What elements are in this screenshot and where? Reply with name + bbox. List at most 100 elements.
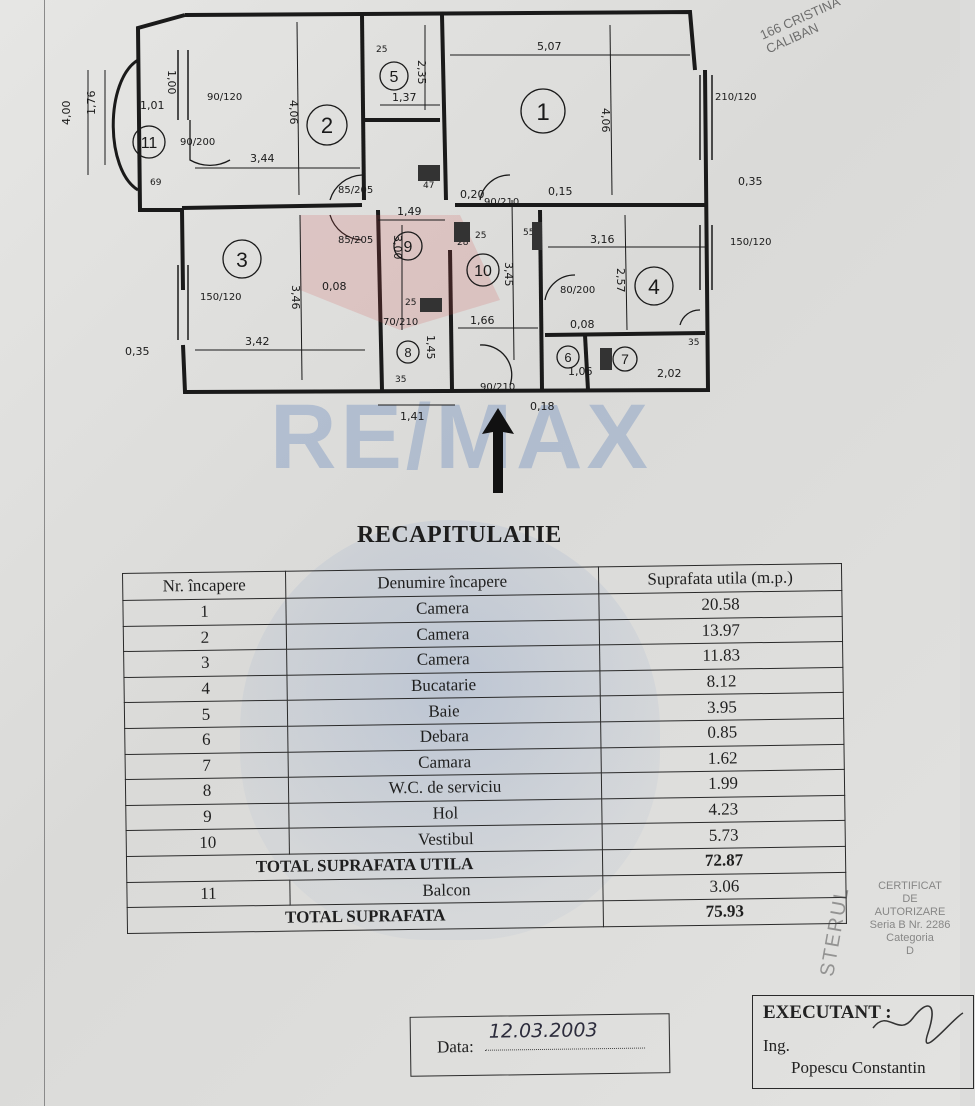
executant-box: EXECUTANT : Ing. Popescu Constantin	[752, 995, 974, 1089]
stamp-line: CERTIFICAT	[878, 880, 942, 892]
door-mark: 90/120	[207, 92, 242, 103]
signature-icon	[872, 1005, 964, 1044]
dim-text: 0,20	[460, 188, 485, 201]
dim-text: 0,35	[125, 345, 150, 358]
entrance-arrow-icon	[482, 408, 514, 493]
cell-area: 8.12	[599, 667, 844, 697]
room-label-11: 11	[141, 135, 158, 152]
authorization-stamp: CERTIFICAT DE AUTORIZARE Seria B Nr. 228…	[845, 860, 975, 1010]
cell-area: 3.95	[600, 692, 844, 722]
cell-area: 20.58	[598, 590, 843, 620]
dim-text: 0,08	[570, 318, 595, 331]
executant-ing: Ing.	[763, 1036, 790, 1055]
executant-name: Popescu Constantin	[791, 1058, 926, 1077]
cell-nr: 8	[125, 777, 289, 806]
dim-text: 0,15	[548, 185, 573, 198]
room-label-5: 5	[390, 69, 399, 86]
dim-text: 1,01	[140, 99, 165, 112]
cell-area: 11.83	[599, 641, 843, 671]
stamp-line: AUTORIZARE	[874, 906, 946, 918]
dim-text: 0,08	[322, 280, 347, 293]
stamp-line: Seria B Nr. 2286	[869, 919, 951, 931]
door-mark: 90/210	[484, 197, 519, 208]
dim-text: 1,00	[165, 70, 178, 95]
remax-watermark: RE/MAX	[270, 386, 652, 488]
small-mark: 55	[523, 228, 534, 238]
room-label-10: 10	[474, 263, 492, 280]
total-util-value: 72.87	[602, 846, 846, 876]
outer-wall-right-bottom	[181, 69, 711, 395]
dim-text: 3,46	[289, 285, 302, 310]
date-dotted-line	[485, 1047, 646, 1051]
room-label-8: 8	[404, 345, 411, 360]
door-mark: 70/210	[383, 317, 418, 328]
room-label-3: 3	[236, 249, 248, 272]
stamp-line: D	[906, 945, 914, 957]
room-label-2: 2	[321, 113, 333, 138]
cell-nr: 1	[122, 598, 287, 627]
dim-text: 1,76	[85, 91, 98, 116]
outer-wall-top	[184, 9, 697, 71]
room-label-9: 9	[404, 239, 413, 256]
balcon-area: 3.06	[602, 871, 847, 901]
dim-text: 4,06	[287, 100, 300, 125]
door-mark: 90/200	[180, 137, 215, 148]
dim-text: 1,49	[397, 205, 422, 218]
room-label-7: 7	[621, 351, 629, 367]
room-label-6: 6	[564, 350, 571, 365]
dim-text: 0,35	[738, 175, 763, 188]
recap-title: RECAPITULATIE	[357, 522, 562, 548]
dim-text: 3,00	[391, 235, 404, 260]
remax-balloon-watermark	[240, 520, 660, 940]
small-mark: 28	[457, 238, 469, 248]
floor-plan: 1 2 3 4 5 6 7 8 9 10 11 5,07 4,06 4,06 3…	[60, 9, 772, 423]
dim-text: 4,06	[599, 108, 612, 133]
dim-text: 3,42	[245, 335, 270, 348]
stamp-line: Categoria	[886, 932, 934, 944]
cell-area: 0.85	[600, 718, 844, 748]
dim-text: 1,66	[470, 314, 495, 327]
door-mark: 90/210	[480, 382, 515, 393]
dim-text: 0,18	[530, 400, 555, 413]
dim-text: 5,07	[537, 40, 562, 53]
total-value: 75.93	[603, 897, 847, 927]
cell-nr: 9	[125, 802, 290, 831]
balcony-curve	[111, 58, 139, 192]
dim-text: 2,35	[415, 60, 428, 85]
window-mark: 210/120	[715, 92, 757, 103]
cell-nr: 5	[124, 700, 288, 729]
stamp-line: DE	[902, 893, 918, 905]
room-label-1: 1	[536, 99, 549, 126]
recap-table: Nr. încapere Denumire încapere Suprafata…	[122, 563, 847, 934]
room-label-4: 4	[648, 276, 660, 299]
cell-area: 13.97	[599, 616, 843, 646]
cell-nr: 3	[123, 649, 287, 678]
cell-area: 5.73	[602, 820, 846, 850]
cell-area: 1.62	[600, 743, 845, 773]
window-mark: 150/120	[200, 292, 242, 303]
door-mark: 85/205	[338, 235, 373, 246]
dim-text: 3,16	[590, 233, 615, 246]
window-mark: 150/120	[730, 237, 772, 248]
dim-text: 2,02	[657, 367, 682, 380]
dim-text: 1,37	[392, 91, 417, 104]
dim-text: 1,06	[568, 365, 593, 378]
door-mark: 85/205	[338, 185, 373, 196]
dim-text: 3,45	[502, 262, 515, 287]
executant-title: EXECUTANT :	[763, 1002, 892, 1023]
dim-text: 1,45	[424, 335, 437, 360]
dim-text: 1,41	[400, 410, 425, 423]
small-mark: 35	[688, 338, 699, 348]
header-area: Suprafata utila (m.p.)	[598, 563, 842, 594]
date-label: Data:	[436, 1036, 474, 1057]
date-box: Data: 12.03.2003	[409, 1013, 671, 1077]
cell-nr: 2	[123, 623, 287, 652]
cell-area: 1.99	[601, 769, 845, 799]
small-mark: 25	[475, 231, 486, 241]
small-mark: 69	[150, 178, 162, 188]
cell-nr: 6	[124, 726, 289, 755]
cell-nr: 7	[125, 751, 289, 780]
margin-line	[44, 0, 45, 1106]
small-mark: 25	[376, 45, 387, 55]
